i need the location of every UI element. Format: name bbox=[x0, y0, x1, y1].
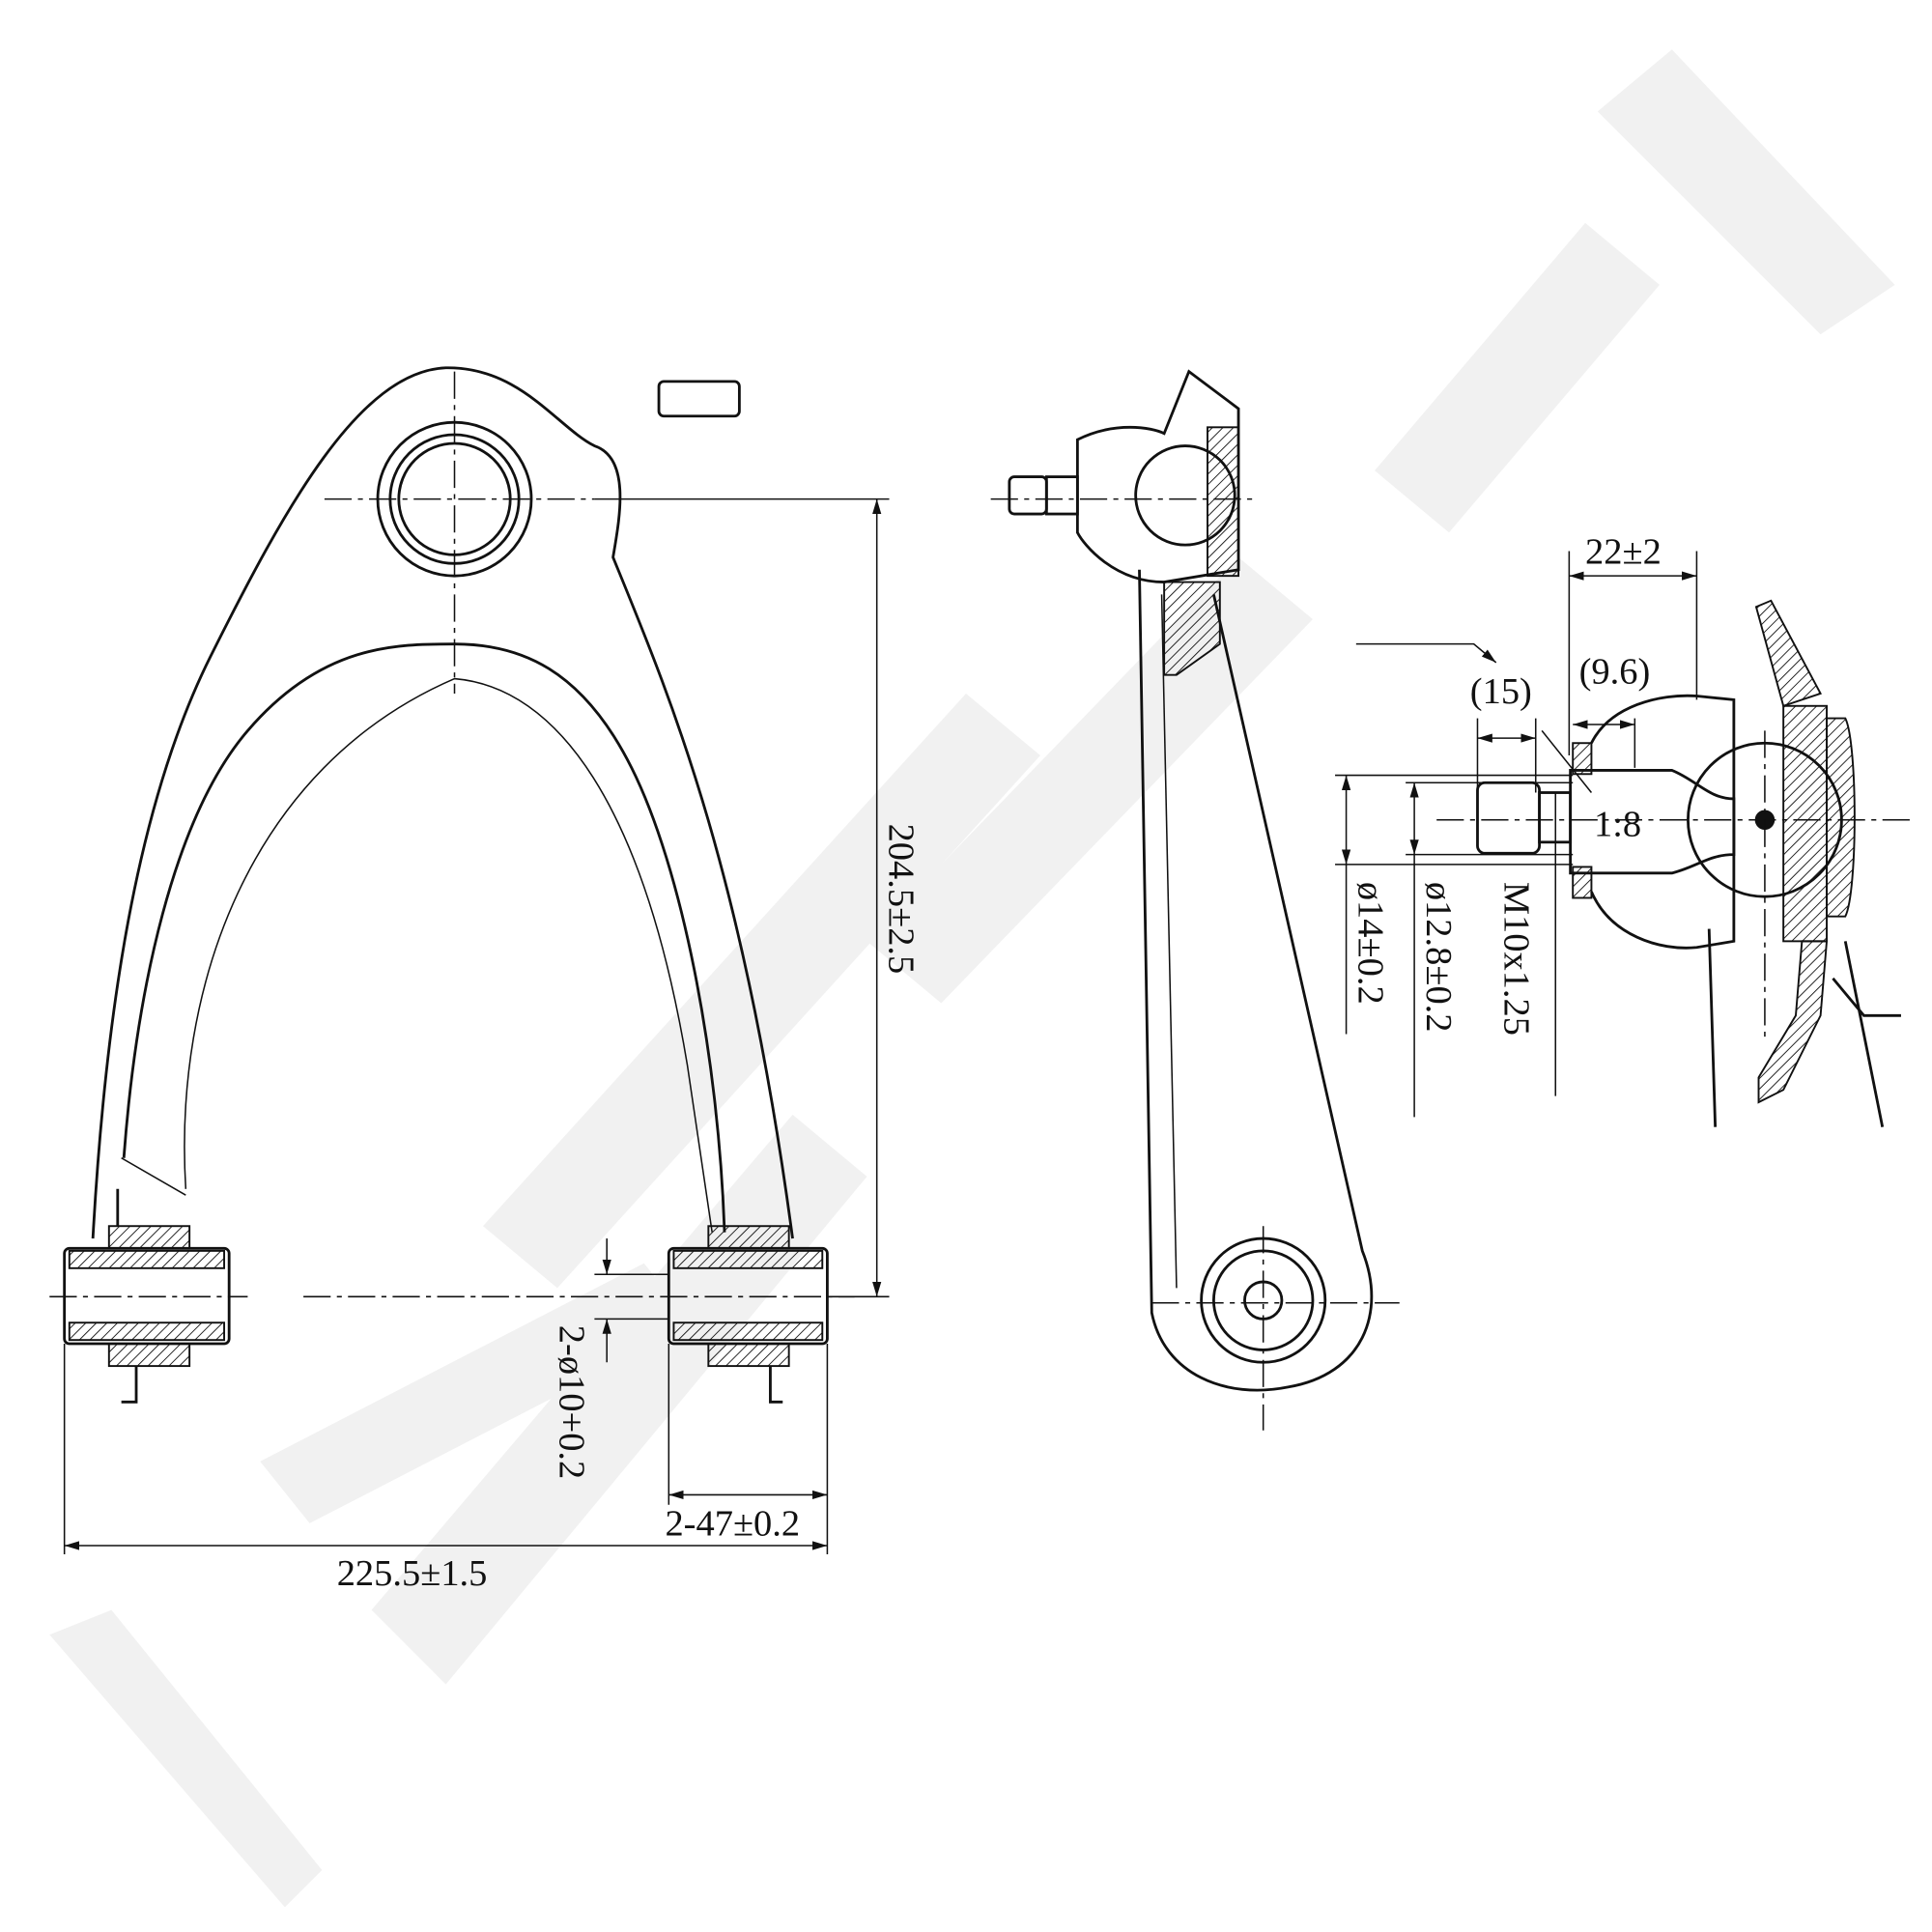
control-arm-front-view bbox=[49, 366, 855, 1404]
left-bushing bbox=[63, 1188, 231, 1404]
watermark-logo bbox=[49, 49, 1895, 1908]
thread-spec: M10x1.25 bbox=[1496, 882, 1537, 1036]
dimensions-front: 204.5±2.5 2-ø10+0.2 2-47±0.2 225.5±1.5 bbox=[63, 497, 922, 1594]
height-dimension: 204.5±2.5 bbox=[881, 824, 922, 975]
control-arm-side-view bbox=[990, 369, 1400, 1431]
diameter-14: ø14±0.2 bbox=[1350, 882, 1390, 1005]
bushing-bore-dimension: 2-ø10+0.2 bbox=[551, 1325, 591, 1479]
dimension-9-6: (9.6) bbox=[1579, 652, 1651, 693]
nut-icon bbox=[657, 380, 741, 418]
bushing-width-dimension: 2-47±0.2 bbox=[665, 1504, 800, 1545]
stud-length-dimension: 22±2 bbox=[1585, 531, 1662, 572]
diameter-12-8: ø12.8±0.2 bbox=[1418, 882, 1459, 1033]
overall-width-dimension: 225.5±1.5 bbox=[337, 1553, 488, 1594]
ball-joint-detail: 22±2 (9.6) (15) 1:8 ø14±0.2 ø12.8±0.2 M1… bbox=[1335, 531, 1914, 1127]
dimension-15: (15) bbox=[1470, 671, 1532, 712]
taper-ratio: 1:8 bbox=[1594, 804, 1641, 844]
